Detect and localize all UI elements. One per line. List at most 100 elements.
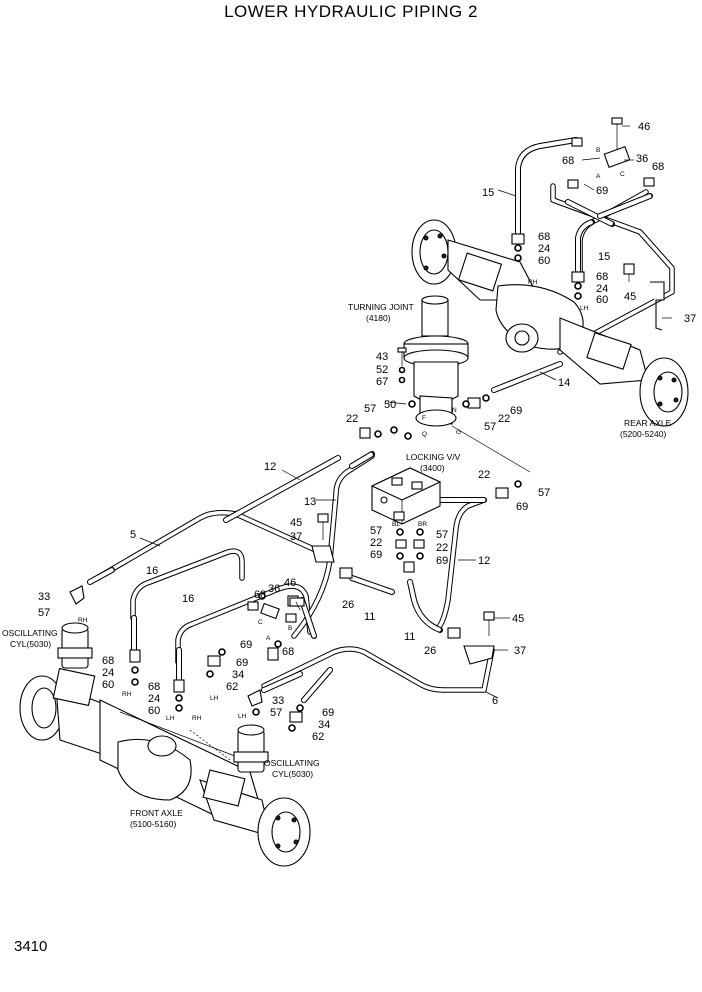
callout: 57 xyxy=(270,707,282,719)
callout: 46 xyxy=(284,577,296,589)
callout: 16 xyxy=(182,593,194,605)
oscillating-cyl-right xyxy=(233,724,269,773)
callout: 69 xyxy=(240,639,252,651)
caption-front-axle-code: (5100-5160) xyxy=(130,819,176,829)
callout: 68 xyxy=(562,155,574,167)
callout: 34 xyxy=(232,669,244,681)
callout: 69 xyxy=(516,501,528,513)
port-label: RH xyxy=(192,715,202,722)
callout: 43 xyxy=(376,351,388,363)
callout: 6 xyxy=(492,695,498,707)
callout: 60 xyxy=(596,294,608,306)
port-label: N xyxy=(452,407,457,414)
callout: 34 xyxy=(318,719,330,731)
callout: 45 xyxy=(624,291,636,303)
caption-locking-valve-code: (3400) xyxy=(420,463,445,473)
port-label: RH xyxy=(528,279,538,286)
caption-turning-joint-code: (4180) xyxy=(366,313,391,323)
callout: 12 xyxy=(478,555,490,567)
callout: 57 xyxy=(484,421,496,433)
callout: 68 xyxy=(254,589,266,601)
callout: 26 xyxy=(342,599,354,611)
callout: 50 xyxy=(384,399,396,411)
locking-valve xyxy=(370,467,442,525)
callout: 69 xyxy=(370,549,382,561)
leader-lines xyxy=(139,125,672,761)
turning-joint xyxy=(403,295,469,427)
port-label: G xyxy=(456,429,461,436)
port-label: LH xyxy=(580,305,589,312)
callout: 33 xyxy=(272,695,284,707)
caption-turning-joint: TURNING JOINT xyxy=(348,302,414,312)
caption-oscillating-left: OSCILLATING xyxy=(2,628,58,638)
port-label: Q xyxy=(422,431,427,438)
callout: 68 xyxy=(538,231,550,243)
callout: 68 xyxy=(596,271,608,283)
callout: 60 xyxy=(148,705,160,717)
port-label: LH xyxy=(166,715,175,722)
callout: 22 xyxy=(498,413,510,425)
callout: 22 xyxy=(436,542,448,554)
port-labels: B A C RH LH N F Q G BL BR A C B RH LH RH… xyxy=(78,147,625,722)
callout: 22 xyxy=(478,469,490,481)
callout: 69 xyxy=(322,707,334,719)
callout: 69 xyxy=(436,555,448,567)
callout: 37 xyxy=(514,645,526,657)
port-label: LH xyxy=(210,695,219,702)
port-label: RH xyxy=(122,691,132,698)
callout: 24 xyxy=(148,693,160,705)
callout: 57 xyxy=(436,529,448,541)
caption-oscillating-right-code: CYL(5030) xyxy=(272,769,313,779)
callout: 68 xyxy=(148,681,160,693)
callout: 69 xyxy=(596,185,608,197)
caption-rear-axle-code: (5200-5240) xyxy=(620,429,666,439)
callout: 69 xyxy=(236,657,248,669)
page-title: LOWER HYDRAULIC PIPING 2 xyxy=(224,2,478,21)
pipe-5 xyxy=(87,509,323,585)
port-label: BL xyxy=(392,521,400,528)
callout: 22 xyxy=(370,537,382,549)
port-label: B xyxy=(288,625,292,632)
callout: 46 xyxy=(638,121,650,133)
callout: 57 xyxy=(38,607,50,619)
callout: 12 xyxy=(264,461,276,473)
pipe-group xyxy=(87,183,675,693)
port-label: C xyxy=(258,619,263,626)
caption-locking-valve: LOCKING V/V xyxy=(406,452,461,462)
callout: 60 xyxy=(102,679,114,691)
port-label: LH xyxy=(238,713,247,720)
callout: 24 xyxy=(596,283,608,295)
callout: 37 xyxy=(684,313,696,325)
callout: 11 xyxy=(404,631,415,643)
caption-rear-axle: REAR AXLE xyxy=(624,418,672,428)
callout: 68 xyxy=(102,655,114,667)
callout: 13 xyxy=(304,496,316,508)
callout: 52 xyxy=(376,364,388,376)
front-axle xyxy=(19,667,311,867)
fittings xyxy=(69,117,665,732)
callout: 26 xyxy=(424,645,436,657)
callout: 22 xyxy=(346,413,358,425)
callout: 45 xyxy=(290,517,302,529)
callout: 36 xyxy=(268,583,280,595)
caption-oscillating-right: OSCILLATING xyxy=(264,758,320,768)
callout: 62 xyxy=(312,731,324,743)
port-label: F xyxy=(422,415,426,422)
callout: 15 xyxy=(482,187,494,199)
callout: 16 xyxy=(146,565,158,577)
callout: 68 xyxy=(652,161,664,173)
oscillating-cyl-left xyxy=(57,622,93,669)
caption-front-axle: FRONT AXLE xyxy=(130,808,183,818)
callout: 11 xyxy=(364,611,375,623)
port-label: A xyxy=(596,173,601,180)
callout: 57 xyxy=(370,525,382,537)
callout: 36 xyxy=(636,153,648,165)
callout: 62 xyxy=(226,681,238,693)
port-label: RH xyxy=(78,617,88,624)
port-label: BR xyxy=(418,521,427,528)
port-label: A xyxy=(266,635,271,642)
rear-axle xyxy=(411,219,689,427)
callout: 67 xyxy=(376,376,388,388)
component-captions: TURNING JOINT (4180) LOCKING V/V (3400) … xyxy=(2,302,672,829)
